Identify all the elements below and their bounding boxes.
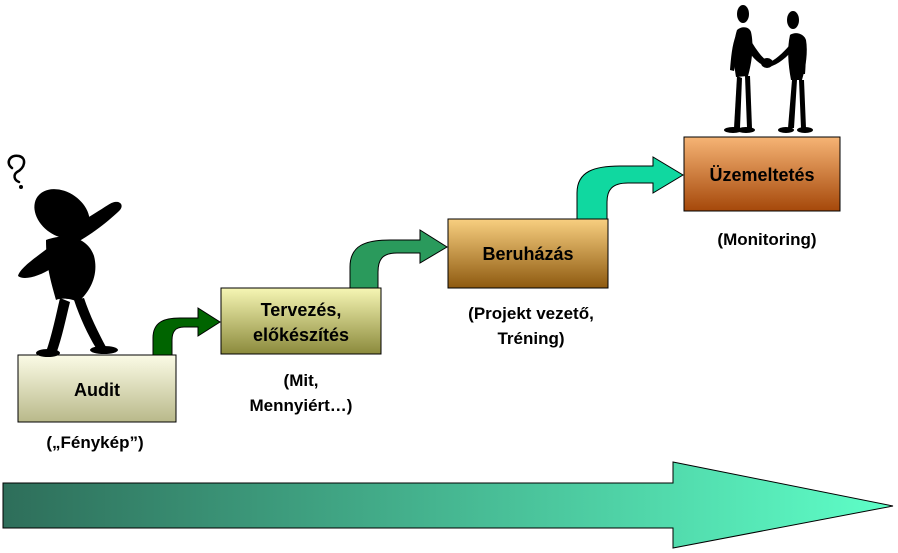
thinking-person-icon: [7, 154, 122, 357]
step-box-planning: [220, 287, 382, 355]
step-box-audit: [17, 354, 177, 423]
timeline-arrow: [2, 461, 894, 549]
step-label-planning-line1: Tervezés,: [261, 300, 342, 320]
connector-arrow-3: [576, 156, 684, 220]
caption-audit: („Fénykép”): [46, 433, 143, 452]
step-box-operation: [683, 136, 841, 212]
connector-arrow-2: [349, 229, 448, 289]
step-label-audit: Audit: [74, 380, 120, 400]
step-box-investment: [447, 218, 609, 289]
caption-planning-line2: Mennyiért…): [250, 396, 353, 415]
step-label-planning-line2: előkészítés: [253, 325, 349, 345]
caption-operation: (Monitoring): [717, 230, 816, 249]
step-label-operation: Üzemeltetés: [709, 165, 814, 185]
caption-planning-line1: (Mit,: [284, 371, 319, 390]
connector-arrow-1: [152, 307, 221, 356]
handshake-people-icon: [724, 5, 813, 133]
caption-investment-line1: (Projekt vezető,: [468, 304, 594, 323]
caption-investment-line2: Tréning): [497, 329, 564, 348]
step-label-investment: Beruházás: [482, 244, 573, 264]
